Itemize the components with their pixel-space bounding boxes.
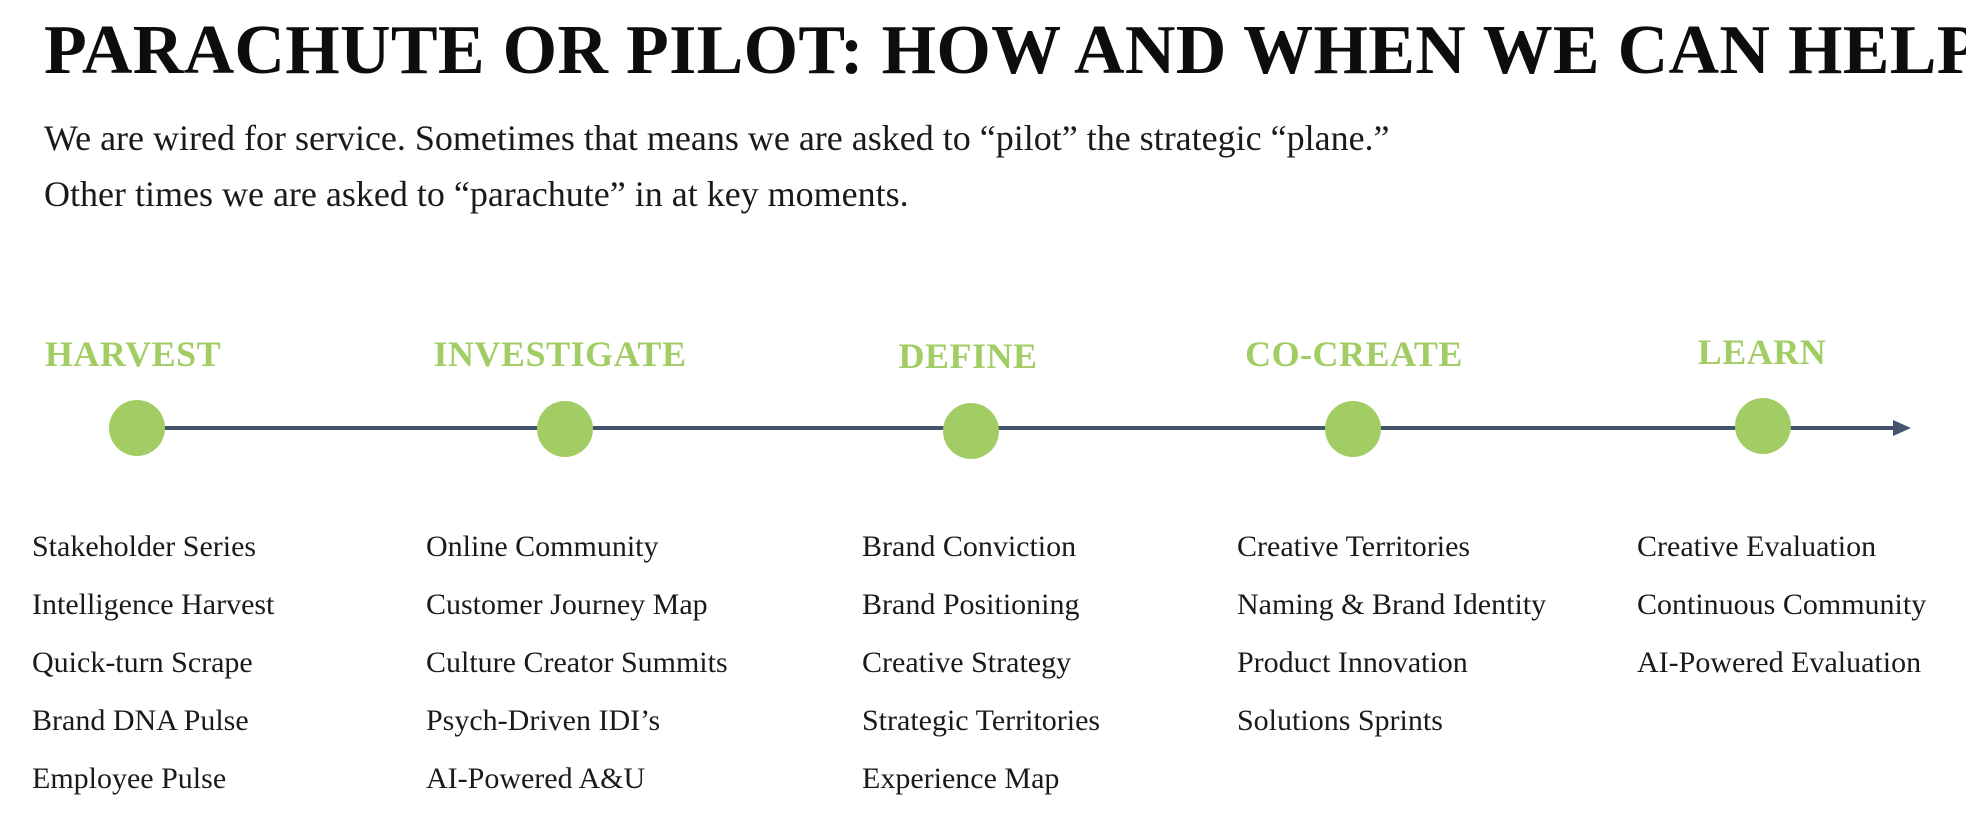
- stage-label-harvest: HARVEST: [44, 334, 222, 374]
- list-item: Intelligence Harvest: [32, 588, 275, 621]
- list-item: Naming & Brand Identity: [1237, 588, 1547, 621]
- list-item: Psych-Driven IDI’s: [426, 704, 661, 737]
- list-item: Creative Territories: [1237, 530, 1471, 563]
- stage-list-investigate: Online Community Customer Journey Map Cu…: [426, 518, 728, 808]
- stage-label-co-create: CO-CREATE: [1245, 334, 1463, 374]
- list-item: Brand Conviction: [862, 530, 1077, 563]
- timeline-line: [137, 426, 1897, 430]
- page-title: PARACHUTE OR PILOT: HOW AND WHEN WE CAN …: [44, 12, 1966, 89]
- list-item: Continuous Community: [1637, 588, 1927, 621]
- list-item: Creative Evaluation: [1637, 530, 1877, 563]
- intro-line-1: We are wired for service. Sometimes that…: [44, 118, 1390, 158]
- list-item: Strategic Territories: [862, 704, 1101, 737]
- list-item: Online Community: [426, 530, 659, 563]
- stage-label-define: DEFINE: [898, 336, 1038, 376]
- list-item: Stakeholder Series: [32, 530, 257, 563]
- stage-label-investigate: INVESTIGATE: [433, 334, 687, 374]
- stage-node-learn: [1735, 398, 1791, 454]
- stage-list-co-create: Creative Territories Naming & Brand Iden…: [1237, 518, 1546, 750]
- list-item: Culture Creator Summits: [426, 646, 728, 679]
- stage-node-co-create: [1325, 401, 1381, 457]
- list-item: Brand DNA Pulse: [32, 704, 249, 737]
- list-item: Quick-turn Scrape: [32, 646, 253, 679]
- stage-list-learn: Creative Evaluation Continuous Community…: [1637, 518, 1926, 692]
- list-item: Customer Journey Map: [426, 588, 708, 621]
- intro-text: We are wired for service. Sometimes that…: [44, 110, 1744, 222]
- list-item: Experience Map: [862, 762, 1060, 795]
- intro-line-2: Other times we are asked to “parachute” …: [44, 174, 909, 214]
- stage-node-define: [943, 403, 999, 459]
- list-item: AI-Powered A&U: [426, 762, 646, 795]
- stage-label-learn: LEARN: [1697, 332, 1827, 372]
- list-item: Solutions Sprints: [1237, 704, 1443, 737]
- stage-node-investigate: [537, 401, 593, 457]
- list-item: Brand Positioning: [862, 588, 1080, 621]
- stage-node-harvest: [109, 400, 165, 456]
- list-item: Product Innovation: [1237, 646, 1468, 679]
- stage-list-harvest: Stakeholder Series Intelligence Harvest …: [32, 518, 274, 808]
- list-item: AI-Powered Evaluation: [1637, 646, 1922, 679]
- arrow-right-icon: [1893, 420, 1911, 436]
- list-item: Employee Pulse: [32, 762, 227, 795]
- list-item: Creative Strategy: [862, 646, 1072, 679]
- stage-list-define: Brand Conviction Brand Positioning Creat…: [862, 518, 1100, 808]
